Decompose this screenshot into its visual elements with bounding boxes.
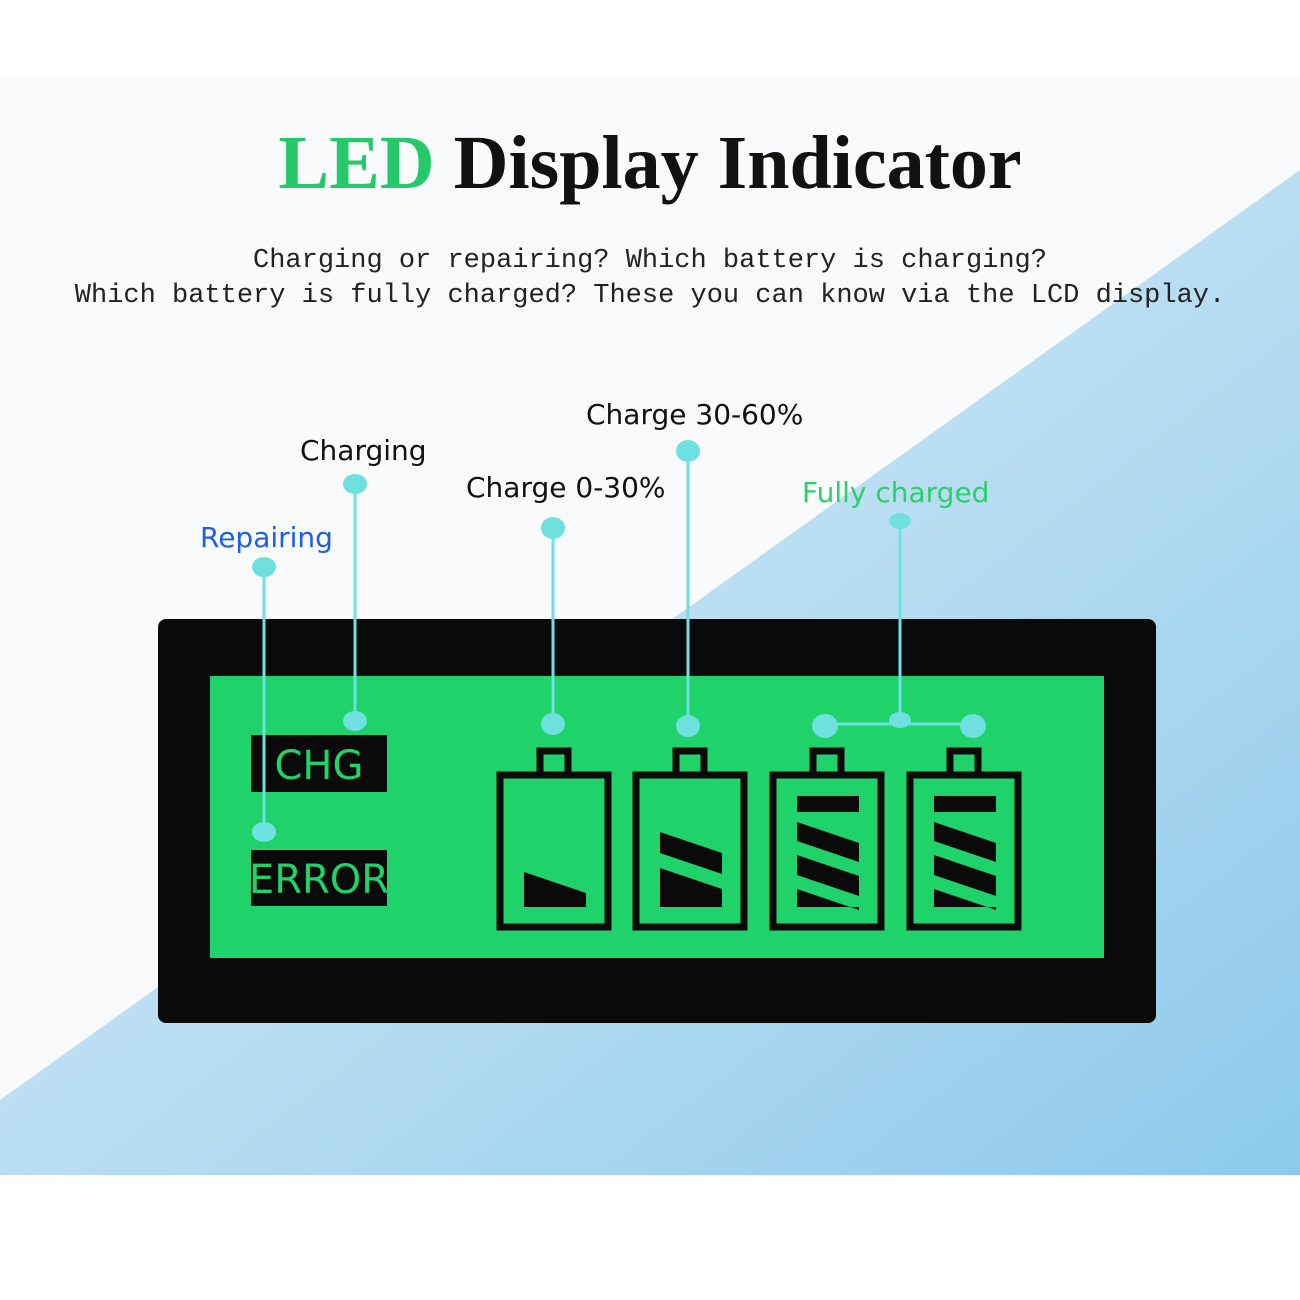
page-title: LED Display Indicator bbox=[0, 118, 1300, 208]
battery-slot-4-icon bbox=[906, 747, 1022, 931]
callout-charge-0-30: Charge 0-30% bbox=[466, 471, 666, 504]
callout-charge-30-60: Charge 30-60% bbox=[586, 398, 804, 431]
dot-fully-charged-right bbox=[960, 714, 986, 738]
callout-fully-charged: Fully charged bbox=[802, 476, 990, 509]
title-accent: LED bbox=[278, 121, 435, 205]
dot-repairing-top bbox=[252, 557, 276, 577]
dot-charge-0-30-top bbox=[541, 517, 565, 539]
dot-charging-bottom bbox=[343, 711, 367, 731]
subtitle-line-1: Charging or repairing? Which battery is … bbox=[253, 246, 1047, 276]
title-rest: Display Indicator bbox=[434, 121, 1022, 205]
callout-charging: Charging bbox=[300, 434, 427, 467]
dot-charge-0-30-bottom bbox=[541, 713, 565, 735]
battery-slot-1-icon bbox=[496, 747, 612, 931]
dot-fully-charged-junction bbox=[889, 712, 911, 728]
chg-label: CHG bbox=[274, 743, 363, 789]
dot-fully-charged-top bbox=[889, 513, 911, 529]
dot-fully-charged-left bbox=[812, 714, 838, 738]
dot-charging-top bbox=[343, 474, 367, 494]
dot-repairing-bottom bbox=[252, 822, 276, 842]
leader-dots bbox=[252, 440, 986, 842]
battery-slot-2-icon bbox=[632, 747, 748, 931]
chg-indicator: CHG bbox=[251, 735, 387, 792]
error-indicator: ERROR bbox=[249, 850, 389, 906]
callout-repairing: Repairing bbox=[200, 521, 333, 554]
dot-charge-30-60-bottom bbox=[676, 715, 700, 737]
error-label: ERROR bbox=[249, 857, 389, 903]
dot-charge-30-60-top bbox=[676, 440, 700, 462]
battery-2-level-bar-2 bbox=[660, 868, 722, 907]
subtitle-line-2: Which battery is fully charged? These yo… bbox=[74, 281, 1226, 311]
battery-slot-3-icon bbox=[769, 747, 885, 931]
battery-1-level bbox=[524, 872, 586, 907]
leader-lines bbox=[262, 451, 973, 832]
battery-2-level-bar-1 bbox=[660, 832, 722, 874]
